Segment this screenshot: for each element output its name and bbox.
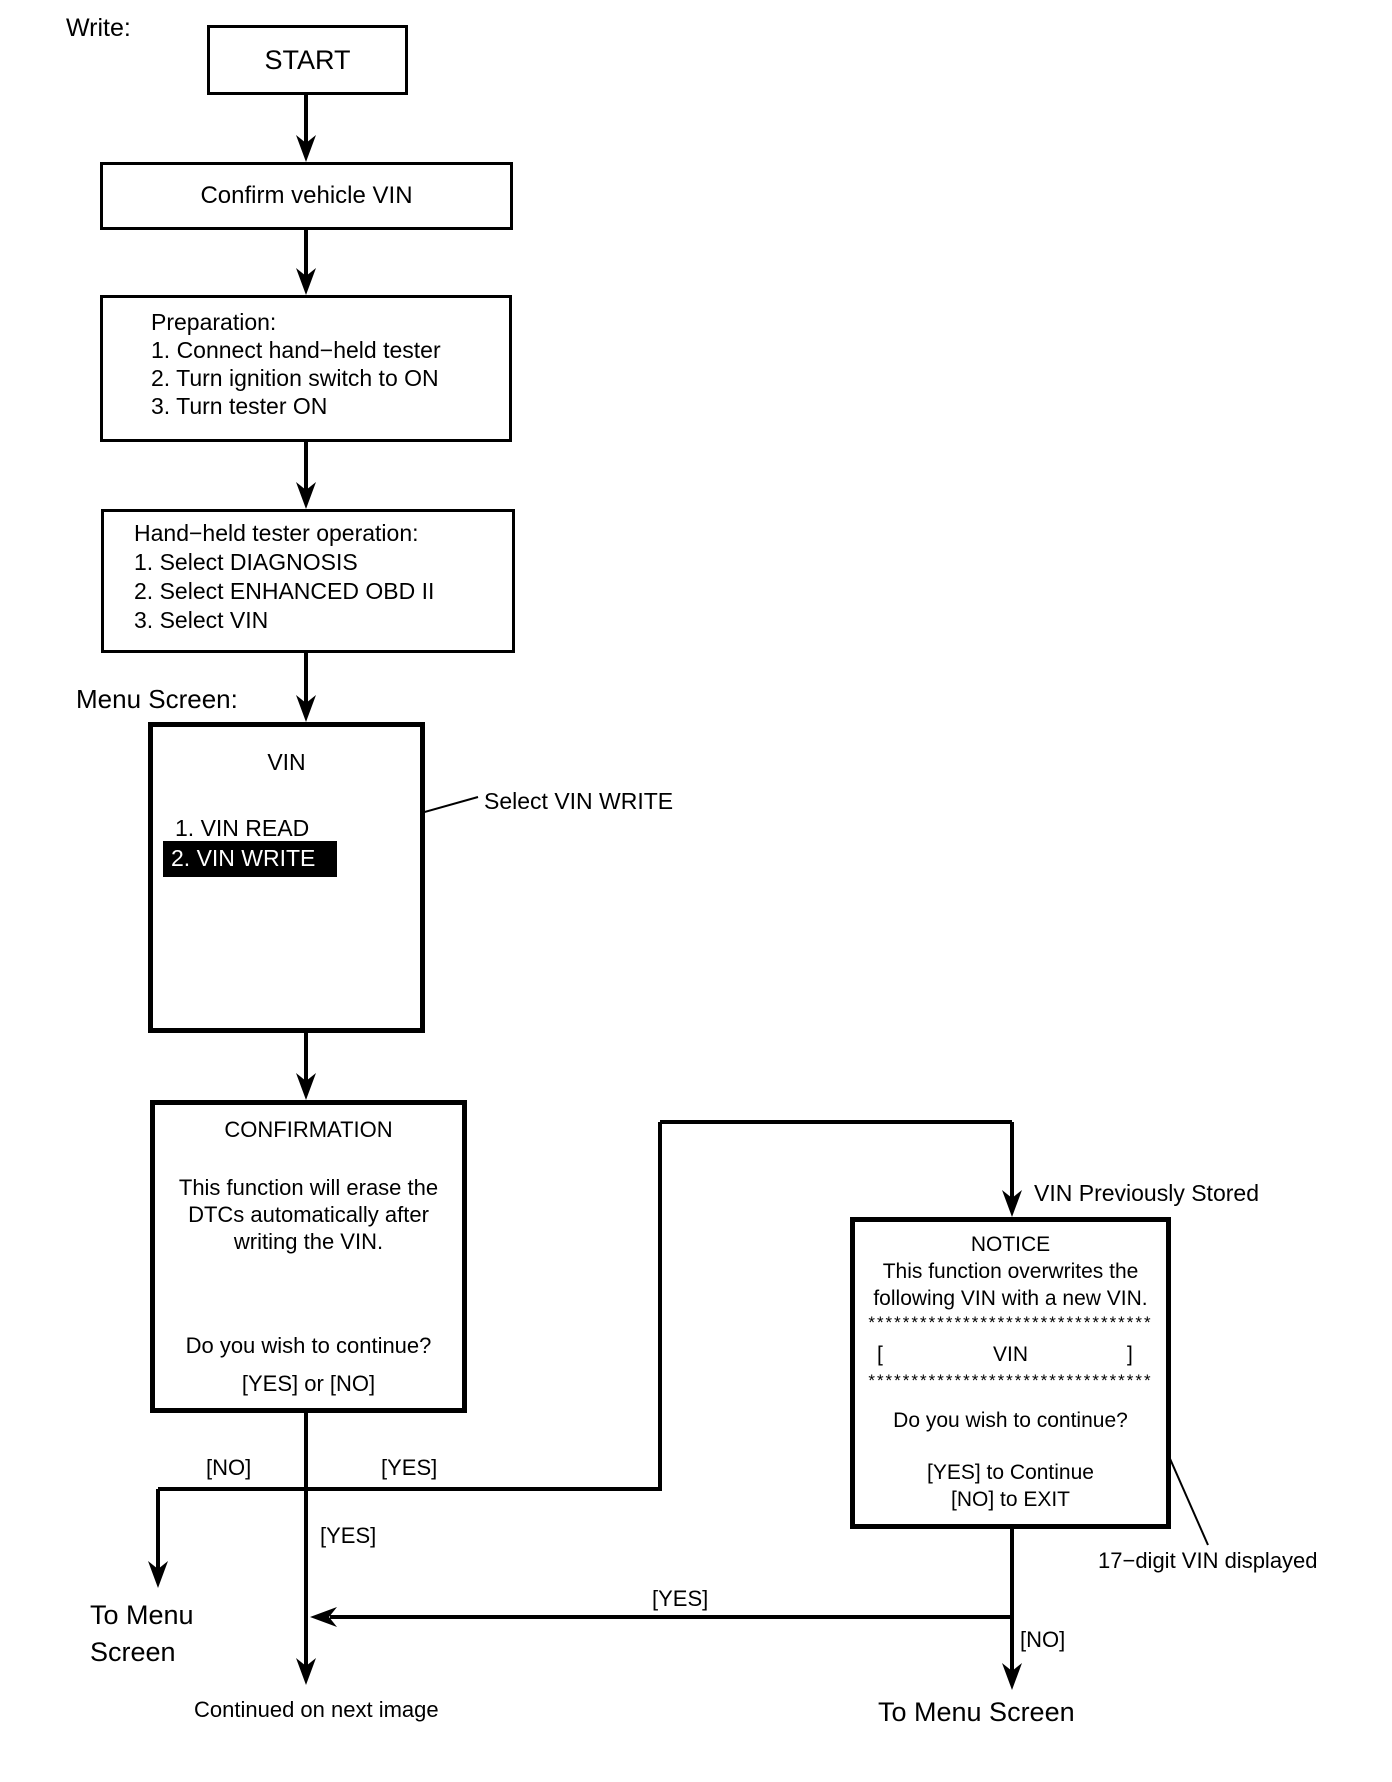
notice-no-action: [NO] to EXIT	[950, 1488, 1071, 1511]
notice-screen: NOTICE This function overwrites the foll…	[850, 1217, 1171, 1529]
tester-operation-title: Hand−held tester operation:	[134, 520, 419, 546]
notice-yes-action: [YES] to Continue	[927, 1461, 1094, 1484]
confirmation-body-line: writing the VIN.	[233, 1229, 384, 1254]
vin-field-open-bracket: [	[877, 1343, 883, 1366]
confirmation-question: Do you wish to continue?	[185, 1333, 432, 1358]
menu-item-vin-write-highlighted: 2. VIN WRITE	[163, 841, 338, 877]
seventeen-digit-vin-callout: 17−digit VIN displayed	[1098, 1548, 1318, 1573]
confirmation-title: CONFIRMATION	[224, 1117, 393, 1142]
to-menu-screen-line: Screen	[90, 1637, 176, 1667]
preparation-title: Preparation:	[151, 309, 277, 335]
to-menu-screen-terminal: To Menu Screen	[878, 1697, 1075, 1727]
confirmation-options: [YES] or [NO]	[241, 1371, 376, 1396]
confirm-vin-node: Confirm vehicle VIN	[100, 162, 513, 230]
to-menu-screen-line: To Menu	[90, 1600, 194, 1630]
notice-body-line: This function overwrites the	[882, 1260, 1139, 1283]
notice-question: Do you wish to continue?	[893, 1409, 1128, 1432]
confirmation-body-line: This function will erase the	[178, 1175, 439, 1200]
vin-field-label: VIN	[992, 1343, 1028, 1366]
menu-screen-section-label: Menu Screen:	[76, 684, 238, 714]
notice-separator-stars: *********************************	[868, 1313, 1153, 1332]
menu-item-vin-read: 1. VIN READ	[175, 815, 310, 841]
vin-menu-screen: VIN 1. VIN READ 2. VIN WRITE	[148, 722, 425, 1033]
preparation-node: Preparation: 1. Connect hand−held tester…	[100, 295, 512, 442]
tester-operation-step: 2. Select ENHANCED OBD II	[134, 578, 435, 604]
preparation-step: 2. Turn ignition switch to ON	[151, 365, 439, 391]
branch-label-yes: [YES]	[381, 1455, 438, 1480]
branch-label-yes: [YES]	[652, 1586, 709, 1611]
confirmation-body-line: DTCs automatically after	[188, 1202, 429, 1227]
notice-separator-stars: *********************************	[868, 1371, 1153, 1390]
preparation-step: 3. Turn tester ON	[151, 393, 328, 419]
preparation-step: 1. Connect hand−held tester	[151, 337, 441, 363]
to-menu-screen-terminal: To Menu Screen	[90, 1597, 220, 1671]
write-section-label: Write:	[66, 14, 131, 42]
branch-label-yes: [YES]	[320, 1523, 377, 1548]
tester-operation-step: 1. Select DIAGNOSIS	[134, 549, 358, 575]
notice-vin-field: [ VIN ]	[855, 1343, 1166, 1369]
vin-previously-stored-label: VIN Previously Stored	[1034, 1180, 1259, 1206]
notice-body-line: following VIN with a new VIN.	[873, 1287, 1148, 1310]
notice-title: NOTICE	[970, 1233, 1051, 1256]
start-node: START	[207, 25, 408, 95]
select-vin-write-callout: Select VIN WRITE	[484, 788, 674, 814]
branch-label-no: [NO]	[1020, 1627, 1066, 1652]
tester-operation-node: Hand−held tester operation: 1. Select DI…	[101, 509, 515, 653]
vin-menu-title: VIN	[267, 749, 306, 775]
confirm-vin-label: Confirm vehicle VIN	[200, 182, 413, 209]
start-node-label: START	[264, 44, 351, 75]
tester-operation-step: 3. Select VIN	[134, 607, 269, 633]
continued-on-next-image-label: Continued on next image	[194, 1697, 439, 1722]
vin-field-close-bracket: ]	[1127, 1343, 1133, 1366]
branch-label-no: [NO]	[206, 1455, 252, 1480]
confirmation-screen: CONFIRMATION This function will erase th…	[150, 1100, 467, 1413]
